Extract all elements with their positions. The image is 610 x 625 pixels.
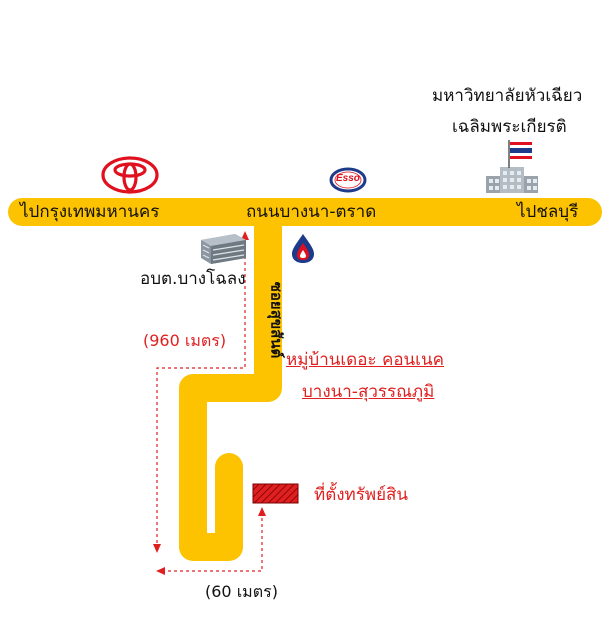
property-marker-icon bbox=[252, 483, 299, 504]
esso-logo-icon bbox=[329, 167, 367, 193]
west-road-label: ไปกรุงเทพมหานคร bbox=[20, 202, 160, 222]
side-road-label: ซอยสุขสันต์ bbox=[267, 281, 286, 359]
university-label-line2: เฉลิมพระเกียรติ bbox=[452, 117, 567, 137]
office-building-icon bbox=[201, 234, 246, 264]
vertical-distance-line bbox=[156, 238, 246, 548]
university-label-line1: มหาวิทยาลัยหัวเฉียว bbox=[432, 86, 583, 106]
horizontal-distance-line bbox=[162, 514, 263, 572]
office-label: อบต.บางโฉลง bbox=[140, 269, 246, 289]
arrow-up-icon bbox=[258, 507, 266, 516]
property-label: ที่ตั้งทรัพย์สิน bbox=[314, 485, 409, 505]
horizontal-distance-label: (60 เมตร) bbox=[205, 582, 278, 601]
village-label-line1: หมู่บ้านเดอะ คอนเนค bbox=[286, 350, 444, 370]
toyota-logo-icon bbox=[101, 156, 159, 194]
arrow-up-icon bbox=[241, 231, 249, 240]
university-building-icon bbox=[486, 167, 538, 193]
main-road-label: ถนนบางนา-ตราด bbox=[246, 202, 377, 222]
esso-logo-text: Esso bbox=[336, 173, 360, 184]
arrow-left-icon bbox=[156, 567, 165, 575]
vertical-distance-label: (960 เมตร) bbox=[143, 331, 227, 350]
side-road bbox=[179, 198, 282, 561]
east-road-label: ไปชลบุรี bbox=[517, 202, 579, 222]
village-label-line2: บางนา-สุวรรณภูมิ bbox=[302, 382, 435, 402]
thai-flag-icon bbox=[508, 140, 532, 168]
arrow-down-icon bbox=[153, 544, 161, 553]
ptt-station-icon bbox=[292, 234, 314, 263]
